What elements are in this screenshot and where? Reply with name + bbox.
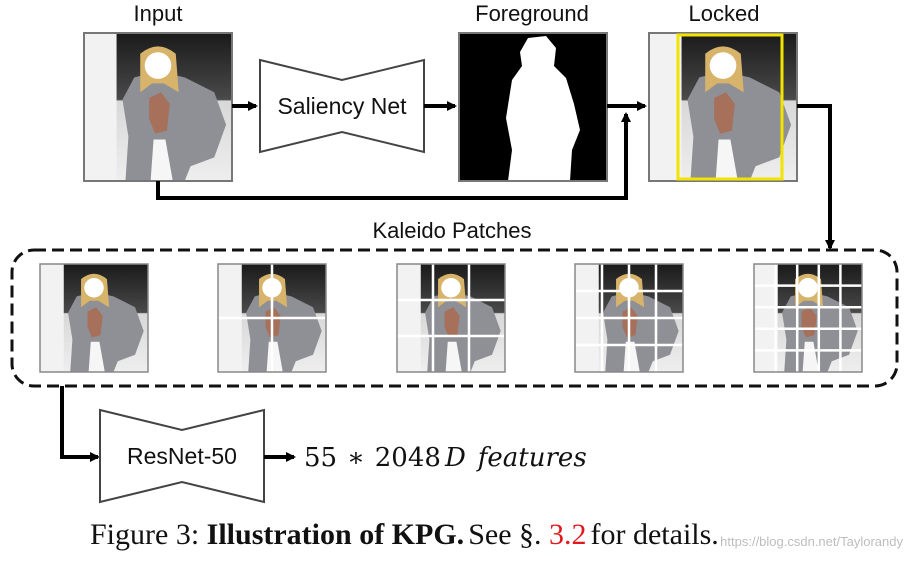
caption-prefix: Figure 3:	[90, 518, 207, 551]
kaleido-patch-3x3	[396, 263, 506, 373]
patch-border	[574, 263, 684, 373]
caption-section-link[interactable]: 3.2	[549, 518, 587, 551]
resnet-50-block: ResNet-50	[99, 408, 265, 504]
kaleido-patch-5x5	[753, 263, 863, 373]
kaleido-patches-container	[10, 248, 899, 388]
features-dimension: 2048	[375, 443, 441, 473]
patch-border	[753, 263, 863, 373]
foreground-mask	[458, 32, 608, 182]
arrow-patches-to-resnet	[60, 386, 100, 462]
arrow-locked-to-patches	[797, 104, 835, 250]
kaleido-patch-4x4	[574, 263, 684, 373]
resnet-50-label: ResNet-50	[127, 443, 237, 469]
locked-label: Locked	[689, 1, 760, 26]
saliency-net-block: Saliency Net	[259, 58, 425, 154]
output-features-expression: 55 ∗ 2048 D features	[304, 443, 587, 473]
features-count: 55	[304, 443, 337, 473]
patch-border	[396, 263, 506, 373]
watermark-text: https://blog.csdn.net/Taylorandy	[720, 534, 903, 549]
locked-bounding-box	[676, 33, 784, 181]
patch-border	[39, 263, 149, 373]
arrow-input-skip-connection	[156, 112, 631, 200]
caption-see: See §.	[468, 518, 549, 551]
figure-caption: Figure 3: Illustration of KPG. See §. 3.…	[90, 518, 719, 551]
kaleido-patches-label: Kaleido Patches	[373, 218, 532, 243]
kaleido-patches-row	[39, 263, 863, 373]
features-word: features	[476, 443, 587, 473]
kaleido-patch-2x2	[217, 263, 327, 373]
caption-title: Illustration of KPG.	[207, 518, 465, 551]
kaleido-patch-1x1	[39, 263, 149, 373]
caption-suffix: for details.	[591, 518, 719, 551]
features-multiply-op: ∗	[347, 443, 365, 473]
foreground-label: Foreground	[475, 1, 589, 26]
saliency-net-label: Saliency Net	[277, 93, 407, 119]
features-dimension-unit: D	[444, 443, 466, 473]
patch-border	[217, 263, 327, 373]
input-label: Input	[134, 1, 183, 26]
input-image	[83, 32, 233, 182]
locked-image	[648, 32, 798, 182]
